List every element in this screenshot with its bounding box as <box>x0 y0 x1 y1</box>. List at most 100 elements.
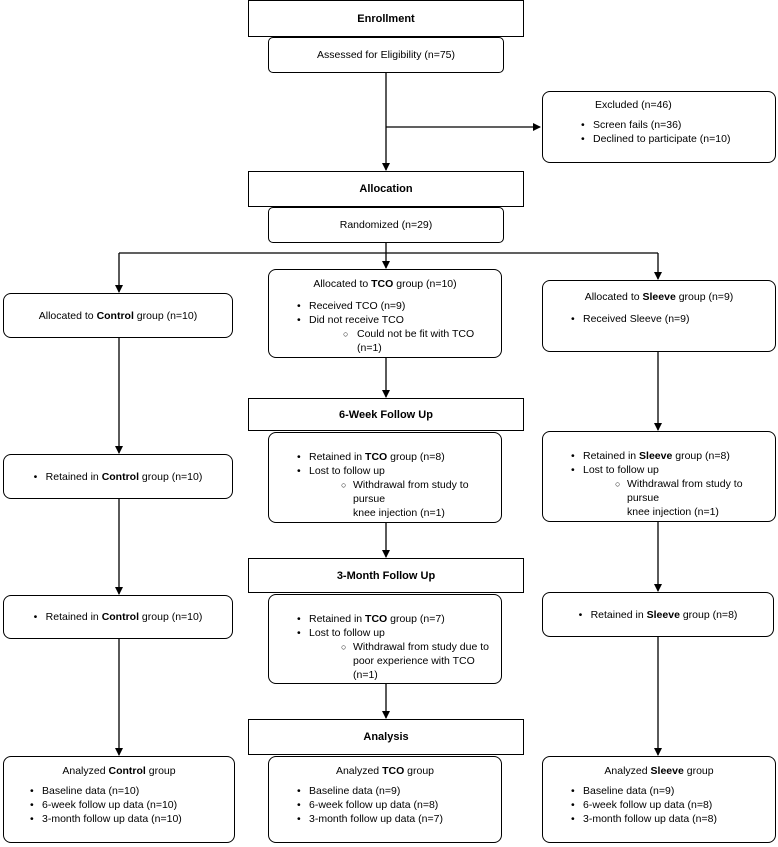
tco-analysis-item: 6-week follow up data (n=8) <box>297 798 491 812</box>
allocated-post: group (n=9) <box>675 291 734 303</box>
tco-analysis-box: Analyzed TCO group Baseline data (n=9) 6… <box>268 756 502 843</box>
tco-3month-box: Retained in TCO group (n=7) Lost to foll… <box>268 594 502 684</box>
excluded-item: Screen fails (n=36) <box>581 118 765 132</box>
control-allocated-post: group (n=10) <box>133 309 198 322</box>
randomized-text: Randomized (n=29) <box>339 219 433 231</box>
tco-lost6: Lost to follow up <box>297 464 491 478</box>
assessed-text: Assessed for Eligibility (n=75) <box>316 49 456 61</box>
sleeve-3month-box: Retained in Sleeve group (n=8) <box>542 592 774 637</box>
reason-line: Withdrawal from study due to <box>353 641 489 653</box>
tco-allocated-title: Allocated to TCO group (n=10) <box>279 277 491 291</box>
sleeve-analysis-item: 3-month follow up data (n=8) <box>571 812 765 826</box>
tco-group-name: TCO <box>382 765 405 777</box>
reason-line: Withdrawal from study to pursue <box>353 479 469 505</box>
tco-retained6: Retained in TCO group (n=8) <box>297 450 491 464</box>
retained-pre: Retained in <box>583 450 640 462</box>
retained-post: group (n=7) <box>387 613 445 625</box>
sleeve-analysis-box: Analyzed Sleeve group Baseline data (n=9… <box>542 756 776 843</box>
sleeve-analyzed-title: Analyzed Sleeve group <box>553 764 765 778</box>
sleeve-group-name: Sleeve <box>646 608 680 621</box>
stage-3month: 3-Month Follow Up <box>248 558 524 593</box>
excluded-title: Excluded (n=46) <box>595 99 672 111</box>
control-retained6-box: Retained in Control group (n=10) <box>3 454 233 499</box>
tco-lost6-reason: Withdrawal from study to pursue knee inje… <box>297 478 491 520</box>
sleeve-group-name: Sleeve <box>650 765 684 777</box>
stage-3month-label: 3-Month Follow Up <box>336 569 436 582</box>
sleeve-retained6: Retained in Sleeve group (n=8) <box>571 449 765 463</box>
analyzed-post: group <box>145 765 176 777</box>
control-allocated-pre: Allocated to <box>38 309 97 322</box>
randomized-box: Randomized (n=29) <box>268 207 504 243</box>
sleeve-analysis-item: Baseline data (n=9) <box>571 784 765 798</box>
analyzed-pre: Analyzed <box>604 765 651 777</box>
stage-6week-label: 6-Week Follow Up <box>339 408 433 421</box>
tco-analysis-item: Baseline data (n=9) <box>297 784 491 798</box>
tco-alloc-subitem: Could not be fit with TCO (n=1) <box>297 327 491 355</box>
retained-post: group (n=8) <box>387 451 445 463</box>
tco-lost3-reason: Withdrawal from study due to poor experie… <box>297 640 491 682</box>
sleeve-alloc-item: Received Sleeve (n=9) <box>571 312 765 326</box>
analyzed-post: group <box>404 765 435 777</box>
analyzed-post: group <box>683 765 714 777</box>
sleeve-retained3: Retained in Sleeve group (n=8) <box>579 608 738 622</box>
control-analyzed-title: Analyzed Control group <box>14 764 224 778</box>
stage-enrollment-label: Enrollment <box>357 12 415 25</box>
reason-line: knee injection (n=1) <box>353 507 445 519</box>
control-analysis-box: Analyzed Control group Baseline data (n=… <box>3 756 235 843</box>
stage-allocation: Allocation <box>248 171 524 207</box>
reason-line: poor experience with TCO (n=1) <box>353 655 475 681</box>
control-group-name: Control <box>101 611 140 623</box>
tco-alloc-item: Received TCO (n=9) <box>297 299 491 313</box>
analyzed-pre: Analyzed <box>62 765 109 777</box>
allocated-pre: Allocated to <box>313 278 372 290</box>
control-group-name: Control <box>101 470 140 483</box>
tco-group-name: TCO <box>365 451 388 463</box>
tco-lost3: Lost to follow up <box>297 626 491 640</box>
retained-post: group (n=10) <box>139 470 203 483</box>
control-retained3: Retained in Control group (n=10) <box>34 610 203 624</box>
retained-pre: Retained in <box>45 470 102 483</box>
stage-analysis-label: Analysis <box>363 731 409 743</box>
sleeve-lost6: Lost to follow up <box>571 463 765 477</box>
analyzed-pre: Analyzed <box>335 765 383 777</box>
retained-pre: Retained in <box>590 608 647 621</box>
sleeve-allocated-box: Allocated to Sleeve group (n=9) Received… <box>542 280 776 352</box>
retained-post: group (n=10) <box>139 611 203 623</box>
reason-line: knee injection (n=1) <box>627 506 719 518</box>
control-allocated-text: Allocated to Control group (n=10) <box>39 309 197 323</box>
control-allocated-box: Allocated to Control group (n=10) <box>3 293 233 338</box>
retained-pre: Retained in <box>309 613 366 625</box>
control-retained6: Retained in Control group (n=10) <box>34 470 203 484</box>
tco-allocated-box: Allocated to TCO group (n=10) Received T… <box>268 269 502 358</box>
retained-pre: Retained in <box>45 611 102 623</box>
retained-post: group (n=8) <box>679 608 738 621</box>
stage-6week: 6-Week Follow Up <box>248 398 524 431</box>
control-retained3-box: Retained in Control group (n=10) <box>3 595 233 639</box>
tco-group-name: TCO <box>371 278 394 290</box>
tco-analysis-item: 3-month follow up data (n=7) <box>297 812 491 826</box>
tco-analyzed-title: Analyzed TCO group <box>279 764 491 778</box>
sleeve-allocated-title: Allocated to Sleeve group (n=9) <box>553 290 765 304</box>
control-analysis-item: 3-month follow up data (n=10) <box>30 812 224 826</box>
excluded-item: Declined to participate (n=10) <box>581 132 765 146</box>
control-analysis-item: Baseline data (n=10) <box>30 784 224 798</box>
tco-alloc-item: Did not receive TCO <box>297 313 491 327</box>
allocated-post: group (n=10) <box>393 278 457 290</box>
sleeve-6week-box: Retained in Sleeve group (n=8) Lost to f… <box>542 431 776 522</box>
tco-group-name: TCO <box>365 613 388 625</box>
stage-allocation-label: Allocation <box>359 183 413 195</box>
retained-post: group (n=8) <box>672 450 730 462</box>
assessed-box: Assessed for Eligibility (n=75) <box>268 37 504 73</box>
excluded-box: Excluded (n=46) Screen fails (n=36) Decl… <box>542 91 776 163</box>
stage-analysis: Analysis <box>248 719 524 755</box>
tco-retained3: Retained in TCO group (n=7) <box>297 612 491 626</box>
tco-6week-box: Retained in TCO group (n=8) Lost to foll… <box>268 432 502 523</box>
control-group-name: Control <box>96 309 134 322</box>
control-analysis-item: 6-week follow up data (n=10) <box>30 798 224 812</box>
retained-pre: Retained in <box>309 451 366 463</box>
sleeve-group-name: Sleeve <box>639 450 673 462</box>
control-group-name: Control <box>108 765 146 777</box>
allocated-pre: Allocated to <box>584 291 643 303</box>
